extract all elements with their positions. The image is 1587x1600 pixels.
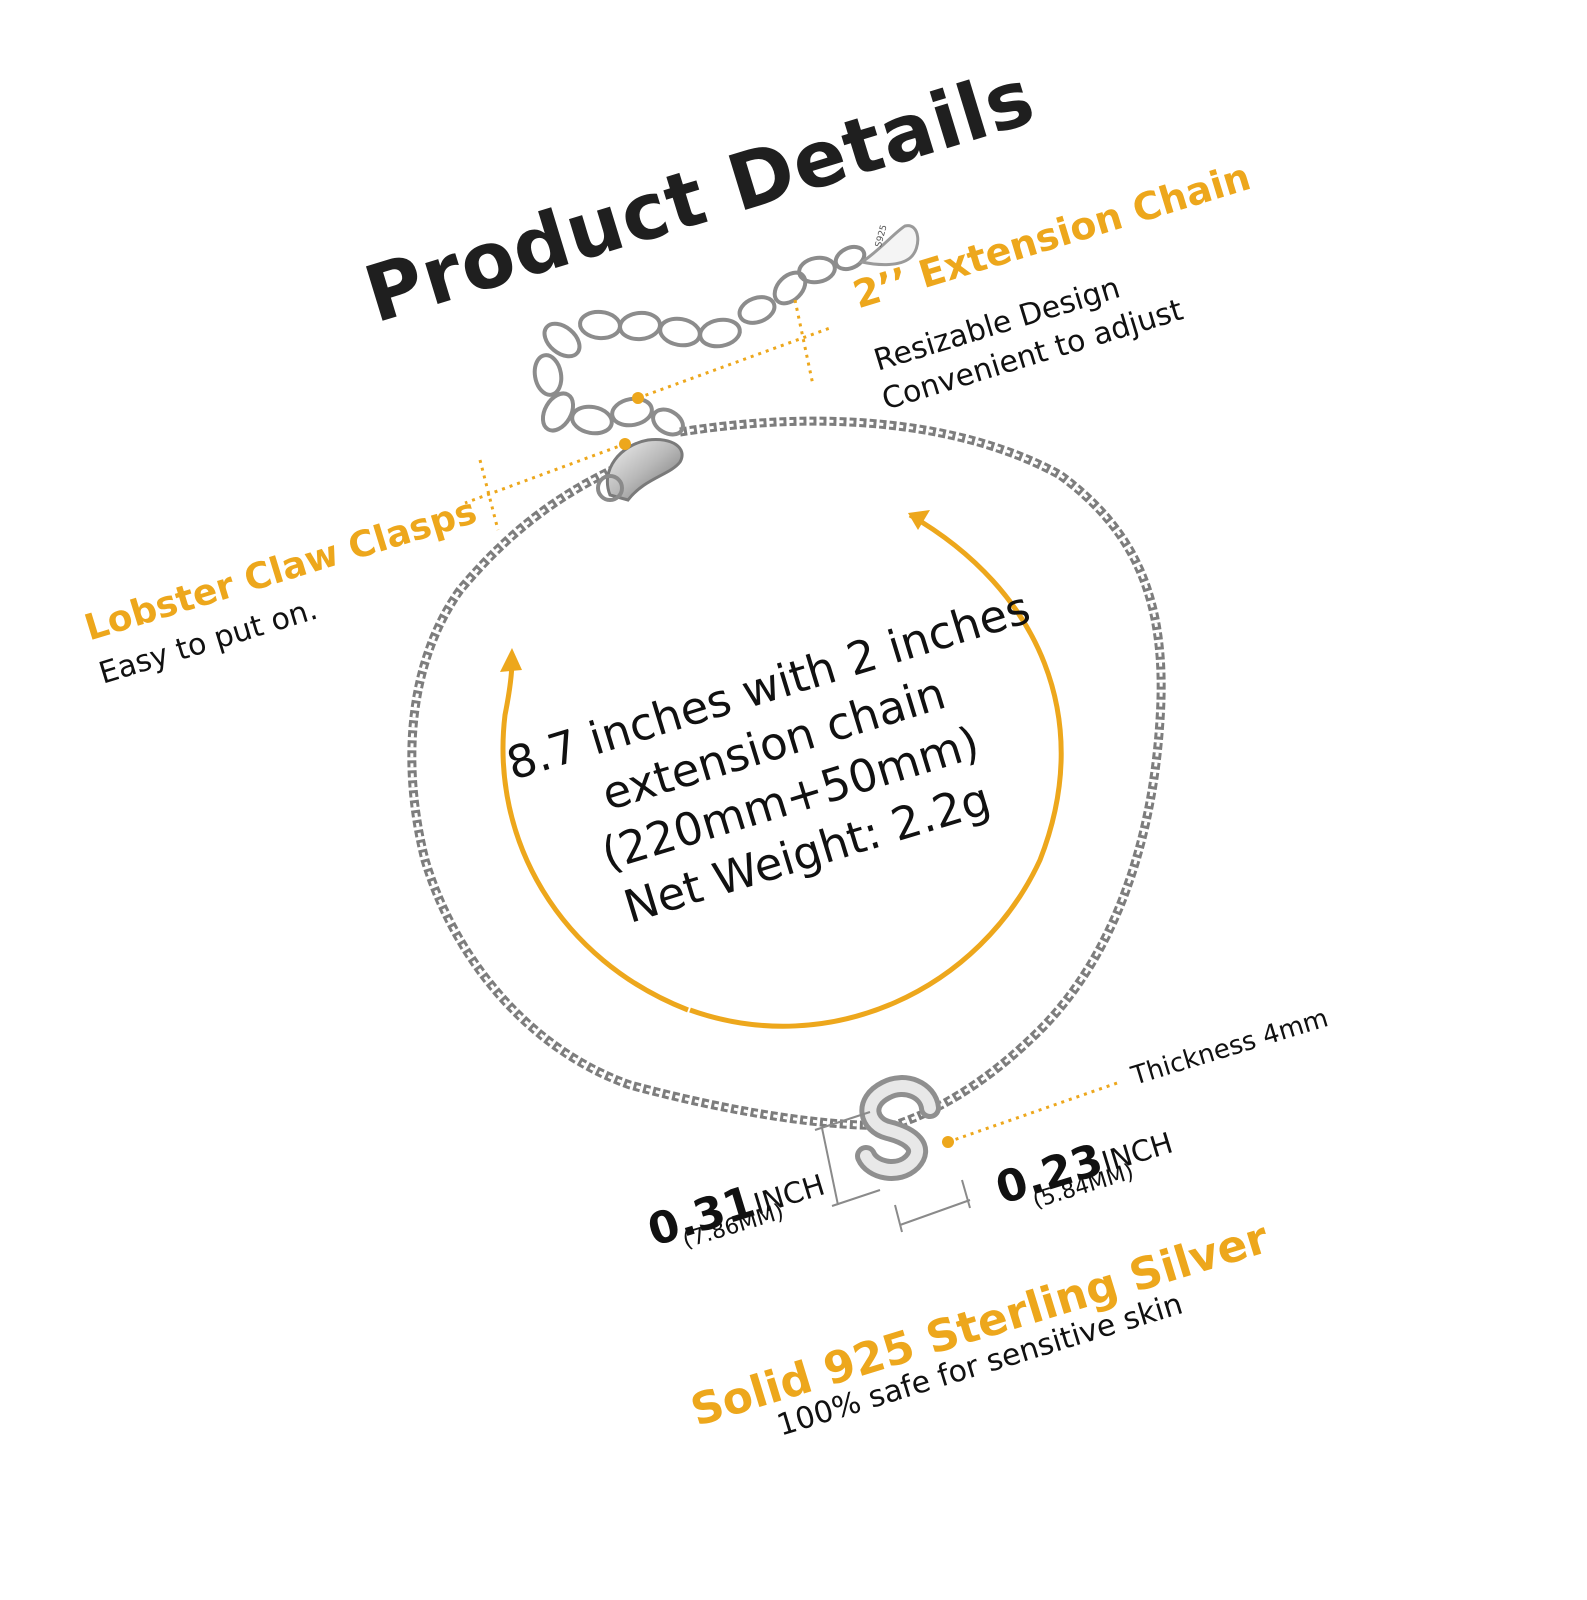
length-arrow-left [500, 648, 689, 1013]
s925-tag [858, 224, 920, 267]
guide-lines [464, 299, 1121, 1144]
lobster-clasp [596, 438, 684, 502]
length-arrow-right [689, 510, 1064, 1029]
letter-s-pendant [855, 1075, 941, 1181]
dimension-brackets [814, 1111, 971, 1233]
guide-dots [619, 392, 954, 1148]
extension-chain [532, 244, 867, 437]
